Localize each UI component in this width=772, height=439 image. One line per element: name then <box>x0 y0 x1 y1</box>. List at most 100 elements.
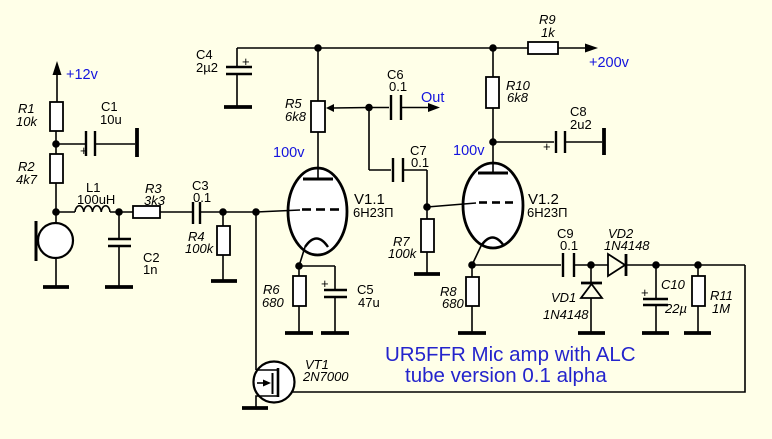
c3-value: 0.1 <box>193 190 211 205</box>
r2-value: 4k7 <box>16 172 38 187</box>
capacitor-c3: C3 0.1 <box>191 178 211 224</box>
capacitor-c10: + C10 22µ <box>641 265 687 335</box>
r10-ref: R10 <box>506 78 531 93</box>
title-line-2: tube version 0.1 alpha <box>405 364 607 387</box>
r2-ref: R2 <box>18 159 35 174</box>
schematic-title: UR5FFR Mic amp with ALC tube version 0.1… <box>385 343 636 387</box>
r9-value: 1k <box>541 25 556 40</box>
resistor-r8: R8 680 <box>440 265 486 335</box>
r7-value: 100k <box>388 246 418 261</box>
l1-value: 100uH <box>77 192 115 207</box>
tube-v1-2: V1.2 6Н23П 100v <box>426 142 567 266</box>
r1-ref: R1 <box>18 101 35 116</box>
inductor-l1: L1 100uH <box>56 180 115 213</box>
resistor-r4: R4 100k <box>185 212 237 283</box>
r11-value: 1M <box>712 301 730 316</box>
l1-ref: L1 <box>86 180 100 195</box>
c1-plus-sign: + <box>80 143 88 158</box>
diode-vd2: VD2 1N4148 <box>591 226 656 278</box>
r8-ref: R8 <box>440 284 457 299</box>
r8-value: 680 <box>442 296 464 311</box>
vd1-value: 1N4148 <box>543 307 589 322</box>
out-label: Out <box>421 90 444 106</box>
c8-ref: C8 <box>570 104 587 119</box>
c9-value: 0.1 <box>560 238 578 253</box>
capacitor-c8: + C8 2u2 <box>493 104 606 155</box>
junction-dots <box>52 44 702 270</box>
mosfet-vt1: VT1 2N7000 <box>242 357 349 410</box>
out-arrow-icon <box>428 103 440 112</box>
c1-ref: C1 <box>101 99 118 114</box>
resistor-r6: R6 680 <box>262 266 313 335</box>
c4-plus-sign: + <box>242 54 250 69</box>
c10-value: 22µ <box>664 301 687 316</box>
resistor-r3: R3 3k3 <box>132 181 166 219</box>
anode-voltage-v1-2: 100v <box>453 143 485 159</box>
r4-value: 100k <box>185 241 215 256</box>
c1-value: 10u <box>100 112 122 127</box>
capacitor-c6-out: C6 0.1 Out <box>369 67 444 120</box>
r3-value: 3k3 <box>144 193 166 208</box>
v1-1-ref: V1.1 <box>354 191 385 208</box>
r9-ref: R9 <box>539 12 556 27</box>
r10-value: 6k8 <box>507 90 529 105</box>
vd1-ref: VD1 <box>551 290 576 305</box>
c7-ref: C7 <box>410 143 427 158</box>
vt1-value: 2N7000 <box>302 369 349 384</box>
r5-value: 6k8 <box>285 109 307 124</box>
resistor-r9: R9 1k <box>493 12 588 55</box>
capacitor-c2: C2 1n <box>105 212 160 289</box>
resistor-r2: R2 4k7 <box>16 153 64 187</box>
c8-value: 2u2 <box>570 117 592 132</box>
c9-ref: C9 <box>557 226 574 241</box>
r7-ref: R7 <box>393 234 410 249</box>
c4-ref: C4 <box>196 47 213 62</box>
r6-ref: R6 <box>263 282 280 297</box>
resistor-r10: R10 6k8 <box>485 48 531 142</box>
v1-2-type: 6Н23П <box>527 205 567 220</box>
vd2-ref: VD2 <box>608 226 634 241</box>
r4-ref: R4 <box>188 229 205 244</box>
capacitor-c5: + C5 47u <box>299 265 380 335</box>
microphone <box>34 221 75 289</box>
v1-2-ref: V1.2 <box>528 191 559 208</box>
c3-ref: C3 <box>192 178 209 193</box>
c6-value: 0.1 <box>389 79 407 94</box>
c7-value: 0.1 <box>411 155 429 170</box>
c4-value: 2µ2 <box>196 60 218 75</box>
c5-value: 47u <box>358 295 380 310</box>
c5-ref: C5 <box>357 282 374 297</box>
wiper-arrow-icon <box>326 104 334 112</box>
resistor-r7: R7 100k <box>388 207 440 276</box>
r1-value: 10k <box>16 114 38 129</box>
capacitor-c4: + C4 2µ2 <box>196 47 252 109</box>
resistor-r5-pot: R5 6k8 <box>285 48 370 133</box>
c8-plus-sign: + <box>543 139 551 154</box>
c6-ref: C6 <box>387 67 404 82</box>
alc-feedback-wire <box>292 265 746 393</box>
title-line-1: UR5FFR Mic amp with ALC <box>385 343 636 366</box>
supply-12v: +12v <box>52 61 99 102</box>
v1-1-type: 6Н23П <box>353 205 393 220</box>
right-arrow-icon <box>585 43 598 53</box>
r5-ref: R5 <box>285 96 302 111</box>
capacitor-c7: C7 0.1 <box>368 107 429 207</box>
anode-voltage-v1-1: 100v <box>273 145 305 161</box>
c2-value: 1n <box>143 262 157 277</box>
c10-ref: C10 <box>661 277 686 292</box>
tube-v1-1: V1.1 6Н23П 100v <box>255 132 393 267</box>
vt1-ref: VT1 <box>305 357 329 372</box>
r6-value: 680 <box>262 295 284 310</box>
c5-plus-sign: + <box>321 276 329 291</box>
supply-200v-label: +200v <box>589 55 630 71</box>
r11-ref: R11 <box>710 288 733 303</box>
diode-vd1: VD1 1N4148 <box>543 265 605 335</box>
vd2-value: 1N4148 <box>604 238 650 253</box>
resistor-r1: R1 10k <box>16 101 64 132</box>
resistor-r11: R11 1M <box>656 264 745 335</box>
supply-12v-label: +12v <box>66 67 99 83</box>
r3-ref: R3 <box>145 181 162 196</box>
capacitor-c1: + C1 10u <box>56 99 139 158</box>
